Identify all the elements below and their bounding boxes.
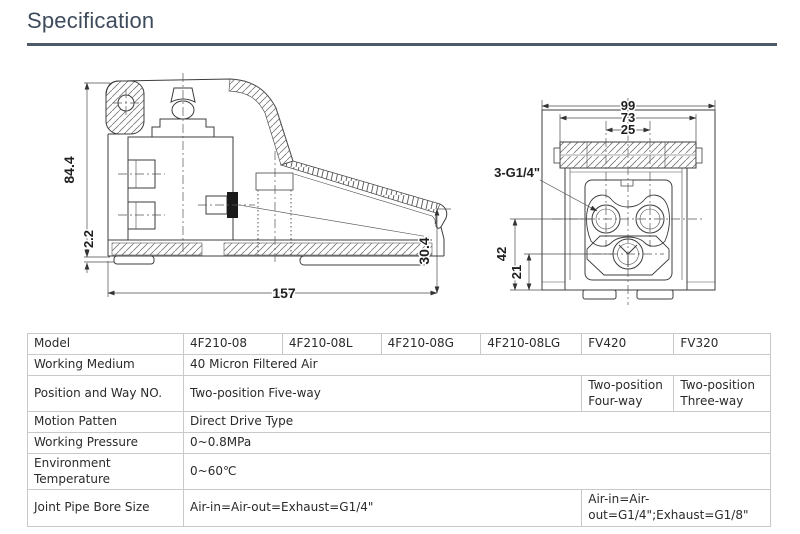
table-row-temperature: Environment Temperature 0~60℃ bbox=[26, 453, 771, 491]
value-cell: 0~0.8MPa bbox=[183, 432, 771, 455]
row-label: Position and Way NO. bbox=[26, 374, 185, 413]
technical-drawing: 84.4 2.2 157 30.4 bbox=[60, 73, 716, 305]
row-label: Model bbox=[26, 333, 185, 355]
title-underline bbox=[27, 43, 777, 46]
value-cell-fv: Air-in=Air-out=G1/4";Exhaust=G1/8" bbox=[581, 489, 771, 527]
side-length-dim: 157 bbox=[272, 285, 296, 301]
rear-port-height-dim: 42 bbox=[494, 247, 509, 261]
table-row-model: Model 4F210-08 4F210-08L 4F210-08G 4F210… bbox=[26, 333, 771, 355]
value-cell-fv320: Two-position Three-way bbox=[673, 374, 771, 413]
row-label: Working Pressure bbox=[26, 432, 185, 455]
side-port-lower bbox=[127, 201, 156, 230]
table-row-bore: Joint Pipe Bore Size Air-in=Air-out=Exha… bbox=[26, 489, 771, 527]
port-recess bbox=[586, 194, 670, 247]
rear-view-drawing: 99 73 25 3-G1/4" 42 21 bbox=[493, 97, 716, 305]
rear-exhaust-height-dim: 21 bbox=[509, 265, 524, 279]
model-cell: 4F210-08L bbox=[281, 333, 382, 355]
model-cell: FV320 bbox=[673, 333, 771, 355]
row-label: Motion Patten bbox=[26, 411, 185, 434]
table-row-motion: Motion Patten Direct Drive Type bbox=[26, 411, 771, 434]
value-cell: Direct Drive Type bbox=[183, 411, 771, 434]
side-front-height-dim: 30.4 bbox=[416, 237, 432, 264]
side-view-drawing: 84.4 2.2 157 30.4 bbox=[60, 73, 451, 303]
exhaust-recess bbox=[586, 235, 670, 276]
table-row-working-medium: Working Medium 40 Micron Filtered Air bbox=[26, 354, 771, 376]
spec-table: Model 4F210-08 4F210-08L 4F210-08G 4F210… bbox=[26, 333, 771, 527]
model-cell: 4F210-08G bbox=[380, 333, 482, 355]
pedal-serration bbox=[279, 160, 441, 214]
rear-body-width-dim: 73 bbox=[621, 110, 635, 125]
row-label: Working Medium bbox=[26, 354, 185, 376]
page-title: Specification bbox=[27, 8, 155, 33]
model-cell: 4F210-08 bbox=[183, 333, 283, 355]
rear-port-spacing-dim: 25 bbox=[621, 122, 635, 137]
side-plate-dim: 2.2 bbox=[81, 230, 96, 248]
row-label: Environment Temperature bbox=[26, 453, 185, 491]
table-row-position-way: Position and Way NO. Two-position Five-w… bbox=[26, 374, 771, 413]
value-cell: Air-in=Air-out=Exhaust=G1/4" bbox=[183, 489, 583, 527]
port-thread-label: 3-G1/4" bbox=[494, 165, 540, 180]
side-height-dim: 84.4 bbox=[61, 156, 77, 183]
cover-section-hatch bbox=[228, 78, 294, 166]
value-cell-fv420: Two-position Four-way bbox=[581, 374, 675, 413]
model-cell: FV420 bbox=[581, 333, 675, 355]
row-label: Joint Pipe Bore Size bbox=[26, 489, 185, 527]
value-cell: Two-position Five-way bbox=[183, 374, 583, 413]
rear-overall-width-dim: 99 bbox=[621, 98, 635, 113]
model-cell: 4F210-08LG bbox=[480, 333, 583, 355]
value-cell: 0~60℃ bbox=[183, 453, 771, 491]
value-cell: 40 Micron Filtered Air bbox=[183, 354, 771, 376]
table-row-pressure: Working Pressure 0~0.8MPa bbox=[26, 432, 771, 455]
